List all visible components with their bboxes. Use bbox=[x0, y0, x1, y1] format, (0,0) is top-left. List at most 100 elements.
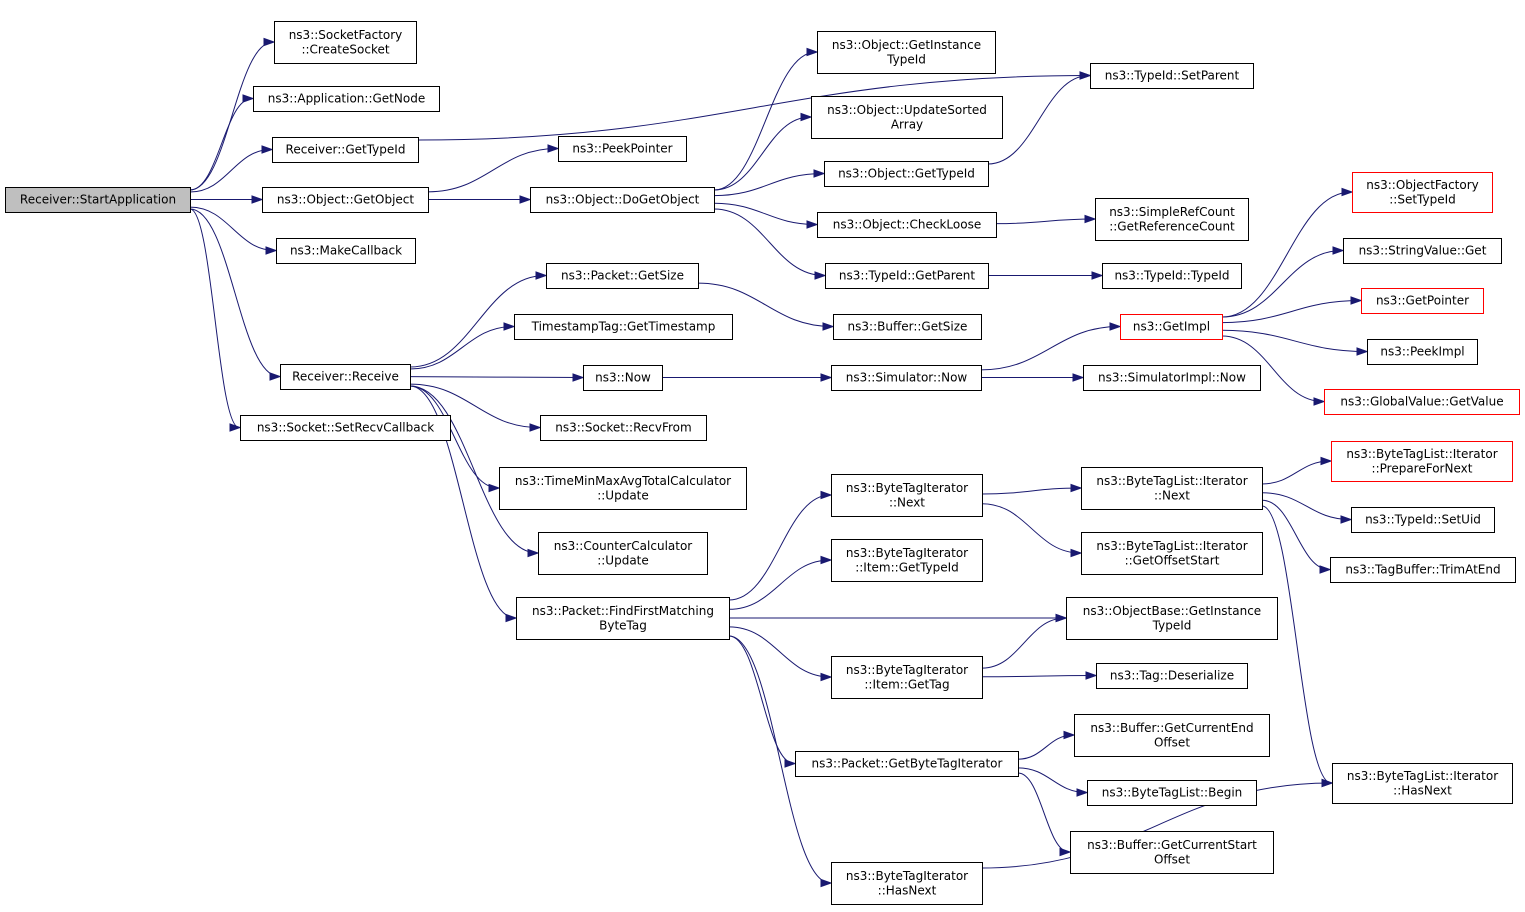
node-sockrecvfrom[interactable]: ns3::Socket::RecvFrom bbox=[540, 415, 707, 441]
node-btlithasnext[interactable]: ns3::ByteTagList::Iterator::HasNext bbox=[1332, 763, 1513, 804]
node-box-objupdsort[interactable] bbox=[811, 96, 1003, 139]
node-box-bufcurend[interactable] bbox=[1074, 714, 1270, 757]
node-objgetobject[interactable]: ns3::Object::GetObject bbox=[262, 187, 429, 213]
node-box-recvrecv[interactable] bbox=[280, 364, 411, 390]
node-box-objgettypeid[interactable] bbox=[824, 161, 989, 187]
node-pktgetsize[interactable]: ns3::Packet::GetSize bbox=[546, 263, 699, 289]
node-box-tmmatc[interactable] bbox=[499, 467, 747, 510]
node-strvalget[interactable]: ns3::StringValue::Get bbox=[1343, 238, 1502, 264]
node-setrecvcb[interactable]: ns3::Socket::SetRecvCallback bbox=[240, 415, 451, 441]
node-box-bufcurstart[interactable] bbox=[1070, 831, 1274, 874]
node-box-strvalget[interactable] bbox=[1343, 238, 1502, 264]
node-typeidsetparent[interactable]: ns3::TypeId::SetParent bbox=[1090, 63, 1254, 89]
node-bufgetsize[interactable]: ns3::Buffer::GetSize bbox=[833, 314, 982, 340]
node-box-makecb[interactable] bbox=[276, 238, 416, 264]
node-peekimpl[interactable]: ns3::PeekImpl bbox=[1367, 339, 1478, 365]
node-box-objfactsettypeid[interactable] bbox=[1352, 172, 1493, 213]
node-box-peekptr[interactable] bbox=[558, 136, 687, 162]
node-box-setrecvcb[interactable] bbox=[240, 415, 451, 441]
node-box-tagdeser[interactable] bbox=[1096, 663, 1248, 689]
node-box-objgetobject[interactable] bbox=[262, 187, 429, 213]
node-recvrecv[interactable]: Receiver::Receive bbox=[280, 364, 411, 390]
node-recvtypeid[interactable]: Receiver::GetTypeId bbox=[272, 137, 419, 163]
node-getpointer[interactable]: ns3::GetPointer bbox=[1361, 288, 1484, 314]
node-box-simplerefcount[interactable] bbox=[1095, 198, 1249, 241]
node-appgetnode[interactable]: ns3::Application::GetNode bbox=[253, 86, 440, 112]
node-tstag[interactable]: TimestampTag::GetTimestamp bbox=[514, 314, 733, 340]
node-objcheckloose[interactable]: ns3::Object::CheckLoose bbox=[817, 212, 997, 238]
node-typeidgetparent[interactable]: ns3::TypeId::GetParent bbox=[825, 263, 989, 289]
node-btlitnext[interactable]: ns3::ByteTagList::Iterator::Next bbox=[1081, 467, 1263, 510]
node-box-bufgetsize[interactable] bbox=[833, 314, 982, 340]
node-box-dogetobject[interactable] bbox=[530, 187, 715, 213]
node-box-sockrecvfrom[interactable] bbox=[540, 415, 707, 441]
node-box-appgetnode[interactable] bbox=[253, 86, 440, 112]
node-simplerefcount[interactable]: ns3::SimpleRefCount::GetReferenceCount bbox=[1095, 198, 1249, 241]
node-peekptr[interactable]: ns3::PeekPointer bbox=[558, 136, 687, 162]
node-box-simimplnow[interactable] bbox=[1083, 365, 1261, 391]
node-objgettypeid[interactable]: ns3::Object::GetTypeId bbox=[824, 161, 989, 187]
node-simimplnow[interactable]: ns3::SimulatorImpl::Now bbox=[1083, 365, 1261, 391]
node-box-btinext[interactable] bbox=[831, 474, 983, 517]
node-box-btiitemtypeid[interactable] bbox=[831, 539, 983, 582]
node-box-objgetinst[interactable] bbox=[817, 31, 996, 74]
node-globalvalget[interactable]: ns3::GlobalValue::GetValue bbox=[1324, 389, 1520, 415]
node-box-sockfact[interactable] bbox=[274, 21, 417, 64]
node-box-getimpl[interactable] bbox=[1120, 314, 1223, 340]
node-box-pktgetbti[interactable] bbox=[795, 751, 1019, 777]
node-box-btlitprepare[interactable] bbox=[1331, 441, 1513, 482]
node-dogetobject[interactable]: ns3::Object::DoGetObject bbox=[530, 187, 715, 213]
node-btlbegin[interactable]: ns3::ByteTagList::Begin bbox=[1087, 780, 1257, 806]
node-getimpl[interactable]: ns3::GetImpl bbox=[1120, 314, 1223, 340]
node-objfactsettypeid[interactable]: ns3::ObjectFactory::SetTypeId bbox=[1352, 172, 1493, 213]
node-box-typeidgetparent[interactable] bbox=[825, 263, 989, 289]
node-box-globalvalget[interactable] bbox=[1324, 389, 1520, 415]
node-btinext[interactable]: ns3::ByteTagIterator::Next bbox=[831, 474, 983, 517]
node-makecb[interactable]: ns3::MakeCallback bbox=[276, 238, 416, 264]
node-box-findfirst[interactable] bbox=[516, 597, 730, 640]
node-simnow[interactable]: ns3::Simulator::Now bbox=[831, 365, 982, 391]
node-sockfact[interactable]: ns3::SocketFactory::CreateSocket bbox=[274, 21, 417, 64]
node-box-btlitnext[interactable] bbox=[1081, 467, 1263, 510]
node-box-typeidsetuid[interactable] bbox=[1351, 507, 1495, 533]
node-box-objbaseinst[interactable] bbox=[1066, 597, 1278, 640]
node-now[interactable]: ns3::Now bbox=[583, 365, 663, 391]
node-box-btlbegin[interactable] bbox=[1087, 780, 1257, 806]
node-box-now[interactable] bbox=[583, 365, 663, 391]
node-btiitemgettag[interactable]: ns3::ByteTagIterator::Item::GetTag bbox=[831, 656, 983, 699]
node-box-typeidsetparent[interactable] bbox=[1090, 63, 1254, 89]
node-box-objcheckloose[interactable] bbox=[817, 212, 997, 238]
node-box-tagbuftrim[interactable] bbox=[1330, 557, 1516, 583]
node-box-peekimpl[interactable] bbox=[1367, 339, 1478, 365]
node-box-recvtypeid[interactable] bbox=[272, 137, 419, 163]
node-btlitoffset[interactable]: ns3::ByteTagList::Iterator::GetOffsetSta… bbox=[1081, 532, 1263, 575]
node-box-typeidtypeid[interactable] bbox=[1102, 263, 1242, 289]
node-box-btlitoffset[interactable] bbox=[1081, 532, 1263, 575]
node-pktgetbti[interactable]: ns3::Packet::GetByteTagIterator bbox=[795, 751, 1019, 777]
node-box-btihasnext[interactable] bbox=[831, 862, 983, 905]
node-box-start[interactable] bbox=[5, 187, 191, 213]
node-typeidsetuid[interactable]: ns3::TypeId::SetUid bbox=[1351, 507, 1495, 533]
node-btiitemtypeid[interactable]: ns3::ByteTagIterator::Item::GetTypeId bbox=[831, 539, 983, 582]
node-tmmatc[interactable]: ns3::TimeMinMaxAvgTotalCalculator::Updat… bbox=[499, 467, 747, 510]
node-box-countercalc[interactable] bbox=[538, 532, 708, 575]
node-countercalc[interactable]: ns3::CounterCalculator::Update bbox=[538, 532, 708, 575]
node-btlitprepare[interactable]: ns3::ByteTagList::Iterator::PrepareForNe… bbox=[1331, 441, 1513, 482]
node-box-btiitemgettag[interactable] bbox=[831, 656, 983, 699]
node-box-getpointer[interactable] bbox=[1361, 288, 1484, 314]
node-typeidtypeid[interactable]: ns3::TypeId::TypeId bbox=[1102, 263, 1242, 289]
node-tagdeser[interactable]: ns3::Tag::Deserialize bbox=[1096, 663, 1248, 689]
node-box-pktgetsize[interactable] bbox=[546, 263, 699, 289]
node-start[interactable]: Receiver::StartApplication bbox=[5, 187, 191, 213]
node-box-simnow[interactable] bbox=[831, 365, 982, 391]
node-box-tstag[interactable] bbox=[514, 314, 733, 340]
node-btihasnext[interactable]: ns3::ByteTagIterator::HasNext bbox=[831, 862, 983, 905]
node-tagbuftrim[interactable]: ns3::TagBuffer::TrimAtEnd bbox=[1330, 557, 1516, 583]
node-box-btlithasnext[interactable] bbox=[1332, 763, 1513, 804]
